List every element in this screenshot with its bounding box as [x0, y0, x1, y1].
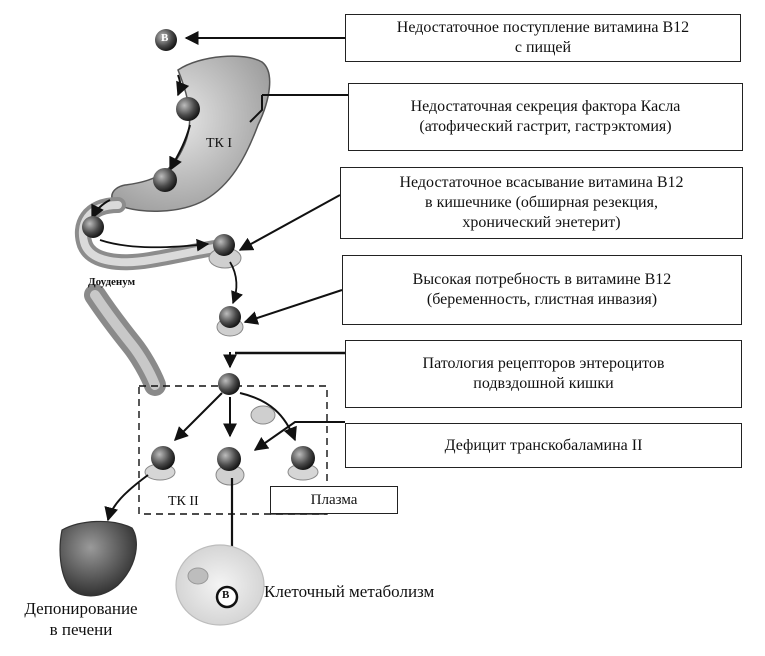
b12-molecule-cell: [215, 585, 239, 609]
duodenum-label: Доуденум: [88, 276, 136, 288]
b12-molecule: [153, 168, 177, 192]
cause-transcobalamin-deficit: Дефицит транскобаламина II: [345, 423, 742, 468]
plasma-region: [138, 385, 328, 515]
cell-metabolism-label: Клеточный метаболизм: [264, 582, 435, 601]
cause-castle-factor: Недостаточная секреция фактора Касла (ат…: [348, 83, 743, 151]
b12-molecule: [219, 306, 241, 328]
b12-molecule: [82, 216, 104, 238]
cause-food-intake: Недостаточное поступление витамина В12 с…: [345, 14, 741, 62]
cause-high-demand: Высокая потребность в витамине В12 (бере…: [342, 255, 742, 325]
b12-molecule: [176, 97, 200, 121]
stomach-shape: [111, 55, 271, 212]
b12-molecule: [151, 446, 175, 470]
b12-molecule: [217, 447, 241, 471]
b12-molecule: [213, 234, 235, 256]
b12-symbol-cell-label: B: [222, 589, 230, 601]
b12-molecule-food: [155, 29, 177, 51]
liver-shape: [59, 520, 137, 597]
tk2-label: ТК II: [168, 494, 199, 509]
b12-molecule: [291, 446, 315, 470]
cause-receptor-pathology: Патология рецепторов энтероцитов подвздо…: [345, 340, 742, 408]
b12-symbol-label: B: [161, 32, 169, 44]
plasma-label: Плазма: [270, 486, 398, 514]
b12-molecule: [218, 373, 240, 395]
cell-shape: [175, 544, 265, 626]
tk1-label: ТК I: [206, 136, 233, 151]
liver-storage-label: Депонирование в печени: [24, 599, 138, 639]
cause-intestinal-absorption: Недостаточное всасывание витамина В12 в …: [340, 167, 743, 239]
